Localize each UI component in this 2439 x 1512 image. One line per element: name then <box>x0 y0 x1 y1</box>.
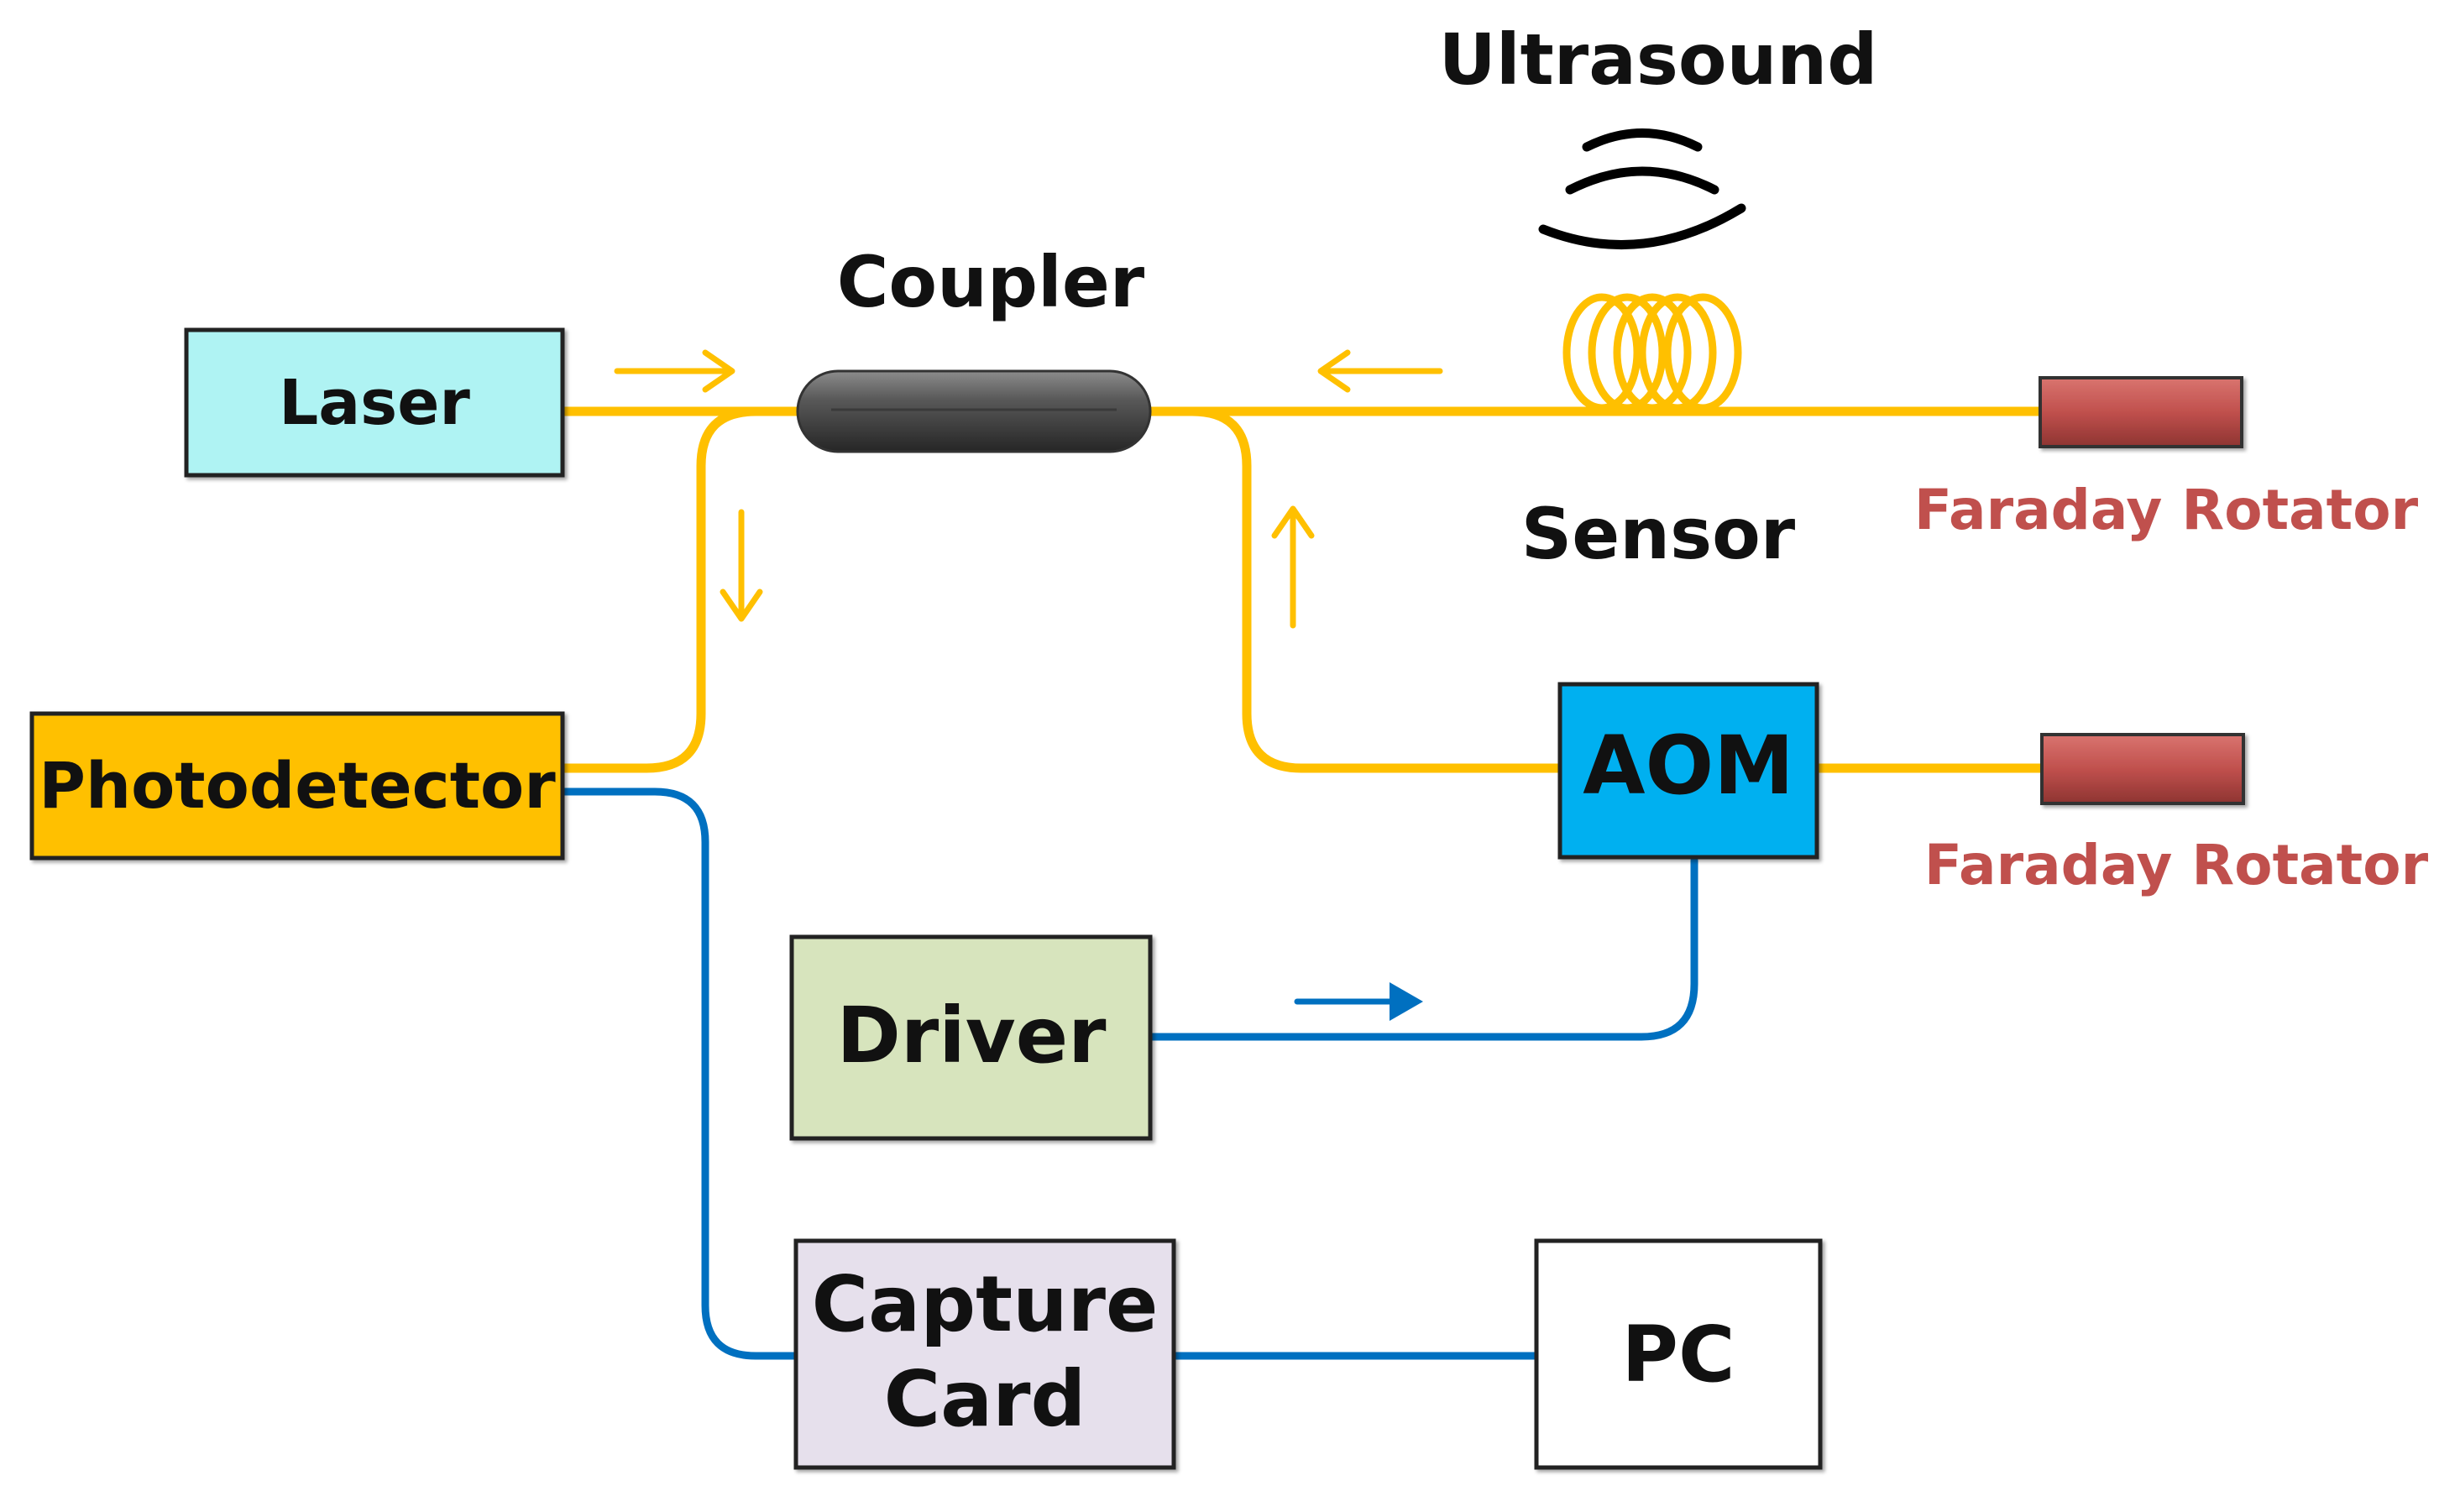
aom-label: AOM <box>1583 719 1793 813</box>
laser-box: Laser <box>184 327 565 478</box>
arrow-down-icon <box>720 509 763 622</box>
photodetector-label: Photodetector <box>39 748 556 823</box>
capture-card-label-line1: Capture <box>812 1259 1159 1349</box>
fiber-coupler-icon <box>796 369 1152 453</box>
faraday-rotator-top-label: Faraday Rotator <box>1914 478 2419 542</box>
faraday-rotator-bottom-label: Faraday Rotator <box>1924 833 2429 897</box>
cable-driver-aom <box>1146 856 1698 1041</box>
pc-box: PC <box>1534 1238 1823 1470</box>
arrow-up-icon <box>1271 505 1315 629</box>
faraday-rotator-bottom <box>2040 733 2245 805</box>
ultrasound-wave-icon <box>1538 128 1746 250</box>
capture-card-label-line2: Card <box>884 1354 1086 1444</box>
fiber-coupler-aom <box>1137 406 1565 773</box>
ultrasound-label: Ultrasound <box>1439 18 1878 101</box>
arrow-right-icon <box>1294 982 1423 1021</box>
fiber-coupler-photodetector <box>557 406 811 773</box>
driver-label: Driver <box>836 991 1107 1080</box>
optical-fibers <box>557 406 2045 773</box>
electrical-cables <box>550 787 1698 1360</box>
coupler-label: Coupler <box>837 241 1145 323</box>
cable-photodetector-capture <box>550 787 802 1360</box>
arrow-left-icon <box>1317 349 1443 393</box>
driver-box: Driver <box>789 934 1153 1141</box>
laser-label: Laser <box>279 367 470 439</box>
aom-box: AOM <box>1557 682 1819 860</box>
sensor-label: Sensor <box>1521 493 1796 575</box>
optical-arrows <box>614 349 1443 629</box>
fiber-coil-icon <box>1562 293 1742 412</box>
arrow-right-icon <box>614 349 735 393</box>
faraday-rotator-top <box>2039 376 2243 448</box>
pc-label: PC <box>1622 1310 1735 1400</box>
photodetector-box: Photodetector <box>29 711 565 861</box>
capture-card-box: Capture Card <box>793 1238 1176 1470</box>
